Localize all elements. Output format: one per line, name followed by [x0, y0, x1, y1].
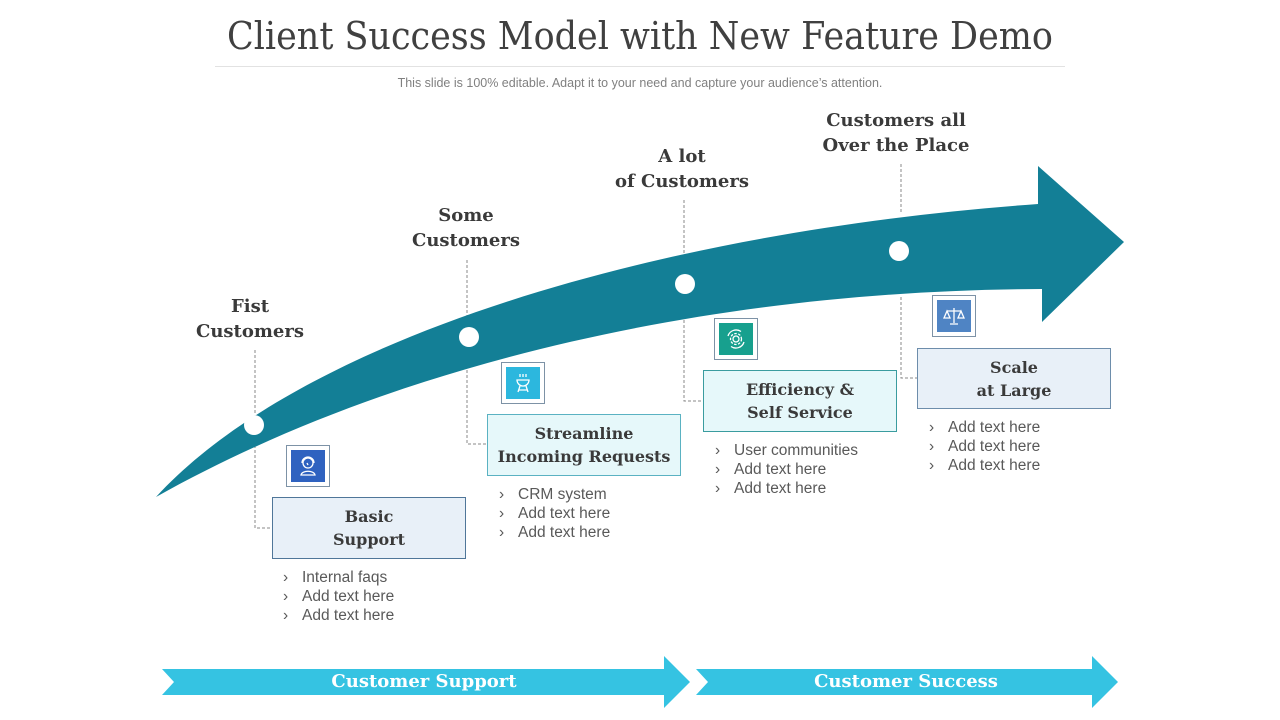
milestone-dot-2	[459, 327, 479, 347]
connector-stage-1	[254, 350, 272, 529]
growth-arrow	[156, 166, 1124, 497]
card-scale-at-large: Scale at Large	[917, 348, 1111, 409]
bullet-list-1: Internal faqs Add text here Add text her…	[283, 568, 394, 625]
bullet-list-2: CRM system Add text here Add text here	[499, 485, 610, 542]
bullet-item: Add text here	[929, 437, 1040, 456]
bullet-list-3: User communities Add text here Add text …	[715, 441, 858, 498]
bullet-item: Add text here	[929, 418, 1040, 437]
bullet-list-4: Add text here Add text here Add text her…	[929, 418, 1040, 475]
icon-frame-2	[501, 362, 545, 404]
customer-support-agent-icon	[291, 450, 325, 482]
bullet-item: Internal faqs	[283, 568, 394, 587]
icon-frame-4	[932, 295, 976, 337]
bullet-item: Add text here	[499, 523, 610, 542]
card-basic-support: Basic Support	[272, 497, 466, 559]
band-label-customer-support: Customer Support	[331, 671, 517, 692]
band-arrow-customer-success	[696, 656, 1118, 708]
bullet-item: Add text here	[715, 460, 858, 479]
milestone-dot-4	[889, 241, 909, 261]
band-arrow-customer-support	[162, 656, 690, 708]
bullet-item: Add text here	[715, 479, 858, 498]
bullet-item: Add text here	[929, 456, 1040, 475]
bullet-item: Add text here	[283, 606, 394, 625]
gear-cycle-icon	[719, 323, 753, 355]
title-divider	[215, 66, 1065, 67]
bullet-item: CRM system	[499, 485, 610, 504]
milestone-dot-3	[675, 274, 695, 294]
card-efficiency-self-service: Efficiency & Self Service	[703, 370, 897, 432]
stage-label-1: Fist Customers	[196, 296, 304, 342]
card-streamline-requests: Streamline Incoming Requests	[487, 414, 681, 476]
connector-stage-4	[900, 164, 917, 379]
grill-icon	[506, 367, 540, 399]
slide-subtitle: This slide is 100% editable. Adapt it to…	[397, 76, 883, 90]
milestone-dot-1	[244, 415, 264, 435]
bullet-item: Add text here	[283, 587, 394, 606]
bullet-item: Add text here	[499, 504, 610, 523]
balance-scale-icon	[937, 300, 971, 332]
stage-label-3: A lot of Customers	[615, 146, 749, 192]
stage-label-4: Customers all Over the Place	[822, 110, 970, 156]
bullet-item: User communities	[715, 441, 858, 460]
icon-frame-3	[714, 318, 758, 360]
band-label-customer-success: Customer Success	[814, 671, 998, 692]
slide-title: Client Success Model with New Feature De…	[227, 14, 1053, 58]
stage-label-2: Some Customers	[412, 205, 520, 251]
icon-frame-1	[286, 445, 330, 487]
